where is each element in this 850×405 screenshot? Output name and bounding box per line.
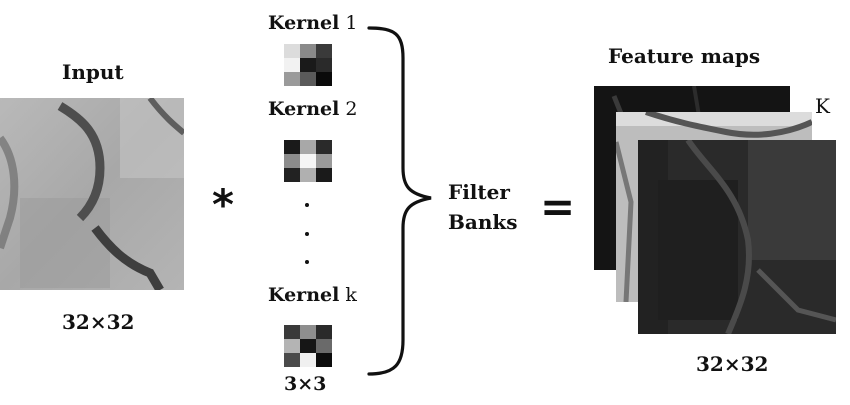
kernel-cell	[284, 154, 300, 168]
kernel-cell	[284, 44, 300, 58]
kernel-cell	[316, 72, 332, 86]
input-mri-patch	[0, 96, 186, 293]
feature-maps-count: K	[815, 94, 830, 118]
input-image	[0, 96, 186, 293]
filter-banks-line1: Filter	[448, 180, 510, 204]
kernel-cell	[316, 168, 332, 182]
kernel-cell	[316, 339, 332, 353]
kernel-cell	[316, 325, 332, 339]
ellipsis-dot-2	[305, 232, 309, 236]
kernel-cell	[316, 154, 332, 168]
feature-maps-size-label: 32×32	[696, 352, 769, 376]
kernel-k-index: k	[345, 284, 357, 306]
kernel-cell	[300, 72, 316, 86]
kernel-cell	[300, 58, 316, 72]
kernel-cell	[300, 353, 316, 367]
kernel-2-word: Kernel	[268, 98, 340, 120]
kernel-cell	[284, 72, 300, 86]
feature-map-front	[638, 140, 836, 334]
kernel-cell	[316, 140, 332, 154]
kernel-cell	[284, 339, 300, 353]
ellipsis-dot-3	[305, 260, 309, 264]
kernel-k-word: Kernel	[268, 284, 340, 306]
kernel-cell	[300, 154, 316, 168]
kernel-cell	[284, 353, 300, 367]
filter-bank-brace	[367, 26, 432, 376]
filter-banks-line2: Banks	[448, 210, 518, 234]
kernel-cell	[300, 168, 316, 182]
kernel-1-index: 1	[345, 12, 358, 34]
equals-operator: =	[540, 182, 576, 231]
kernel-cell	[300, 44, 316, 58]
kernel-2-matrix	[284, 140, 332, 182]
kernel-cell	[316, 44, 332, 58]
feature-maps-title: Feature maps	[608, 44, 761, 68]
kernel-cell	[300, 339, 316, 353]
kernel-cell	[284, 58, 300, 72]
ellipsis-dot-1	[305, 203, 309, 207]
kernel-cell	[316, 58, 332, 72]
kernel-1-matrix	[284, 44, 332, 86]
kernel-cell	[284, 140, 300, 154]
input-title: Input	[62, 60, 124, 84]
kernel-cell	[300, 325, 316, 339]
kernel-cell	[284, 168, 300, 182]
kernel-2-index: 2	[345, 98, 358, 120]
kernel-cell	[300, 140, 316, 154]
kernel-size-label: 3×3	[284, 373, 327, 395]
kernel-1-word: Kernel	[268, 12, 340, 34]
kernel-cell	[316, 353, 332, 367]
kernel-cell	[284, 325, 300, 339]
kernel-k-matrix	[284, 325, 332, 367]
input-size-label: 32×32	[62, 310, 135, 334]
convolution-operator: *	[212, 180, 234, 229]
